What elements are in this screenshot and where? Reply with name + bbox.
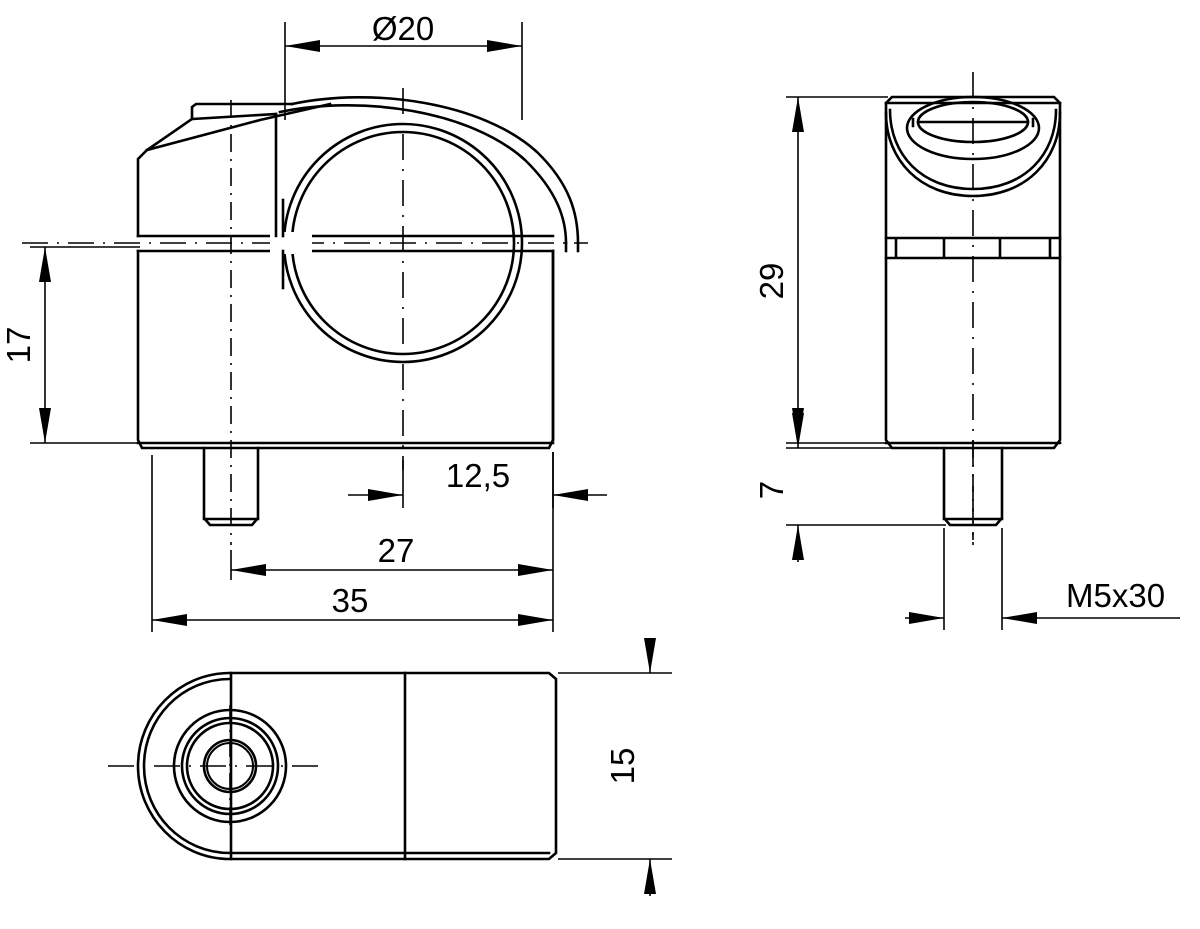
dim-m5-text: M5x30 (1066, 577, 1165, 614)
side-view-dimensions: 29 7 M5x30 (753, 96, 1180, 630)
front-view-outer-hood-arc-outer (290, 96, 580, 245)
top-view-circle-bore-inner (206, 742, 254, 790)
dim-17-text: 17 (0, 327, 37, 364)
front-view-screw-stub (202, 446, 260, 527)
front-view-upper-slope-inner (145, 102, 332, 152)
side-view-bore-ellipse-edges (911, 117, 1035, 128)
dim-15-text: 15 (604, 748, 641, 785)
dim-m5-arrow-left (909, 612, 944, 624)
dim-17-arrow-top (39, 247, 51, 282)
dim-7-text: 7 (753, 481, 790, 499)
dim-125-arrow-right (553, 489, 588, 501)
dim-35-text: 35 (332, 582, 369, 619)
dim-27-text: 27 (378, 532, 415, 569)
front-view-split-gap-mask (270, 232, 312, 254)
top-view-circle-2 (180, 716, 280, 816)
front-view-upper-ledge (190, 112, 278, 121)
dim-d20-text: Ø20 (372, 10, 434, 47)
dim-d20-arrow-right (487, 40, 522, 52)
dim-m5-arrow-right (1002, 612, 1037, 624)
top-view-circle-3 (185, 721, 275, 811)
dim-15-arrow-bottom (644, 859, 656, 894)
dim-d20-arrow-left (285, 40, 320, 52)
top-view-circle-bore (202, 738, 258, 794)
dim-125-text: 12,5 (446, 457, 510, 494)
dim-7-arrow-bottom (792, 525, 804, 560)
dim-125-arrow-left (368, 489, 403, 501)
front-view-dimensions: Ø20 17 12,5 27 35 (0, 10, 607, 632)
side-view-bore-ellipse-mid (905, 95, 1041, 161)
dim-17-arrow-bottom (39, 408, 51, 443)
top-view (108, 671, 558, 861)
dim-27-arrow-right (518, 564, 553, 576)
side-view-bore-opening-outer2 (888, 108, 1058, 191)
dim-29-text: 29 (753, 263, 790, 300)
dim-7-arrow-top (792, 413, 804, 448)
dim-27-arrow-left (231, 564, 266, 576)
top-view-circle-outer (172, 708, 288, 824)
top-view-body-inner-offset (142, 677, 551, 855)
front-view (22, 88, 588, 545)
side-view-bore-opening-outer (884, 111, 1062, 198)
front-view-outer-hood-arc (278, 104, 568, 245)
dim-35-arrow-right (518, 614, 553, 626)
dim-29-arrow-top (792, 97, 804, 132)
top-view-dimensions: 15 (558, 638, 672, 896)
dim-35-arrow-left (152, 614, 187, 626)
dim-15-arrow-top (644, 638, 656, 673)
